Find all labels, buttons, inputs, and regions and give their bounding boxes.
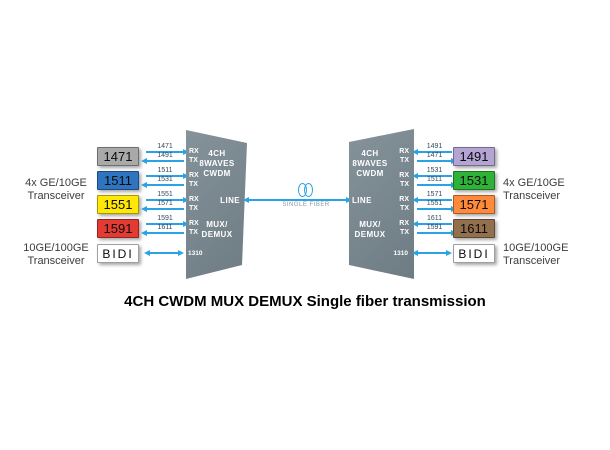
port-rx-label: RX bbox=[399, 172, 409, 179]
wavelength-label: 1511 bbox=[157, 167, 173, 174]
mux-name-line: 8WAVES bbox=[199, 159, 235, 168]
wavelength-label: 1551 bbox=[426, 200, 443, 207]
port-rx-label: RX bbox=[189, 196, 199, 203]
right-10ge-transceiver-label: 10GE/100GE Transceiver bbox=[503, 242, 598, 268]
port-tx-label: TX bbox=[189, 205, 198, 212]
port-tx-label: TX bbox=[189, 229, 198, 236]
transceiver-box-1551: 1551 bbox=[97, 195, 139, 214]
muxdemux-line: DEMUX bbox=[354, 230, 386, 239]
transceiver-box-1611: 1611 bbox=[453, 219, 495, 238]
right-mux-name: 4CH 8WAVES CWDM bbox=[350, 149, 390, 179]
wavelength-label: 1511 bbox=[426, 176, 443, 183]
port-tx-label: TX bbox=[400, 205, 409, 212]
left-mux-body bbox=[186, 130, 247, 279]
label-line: Transceiver bbox=[503, 190, 561, 202]
arrow-right-icon bbox=[417, 205, 457, 212]
port-rx-label: RX bbox=[399, 148, 409, 155]
left-mux-name: 4CH 8WAVES CWDM bbox=[196, 149, 238, 179]
left-ge-transceiver-label: 4x GE/10GE Transceiver bbox=[10, 177, 102, 203]
arrow-left-icon bbox=[412, 172, 452, 179]
port-tx-label: TX bbox=[189, 181, 198, 188]
port-rx-label: RX bbox=[189, 148, 199, 155]
label-line: 4x GE/10GE bbox=[25, 177, 87, 189]
mux-name-line: 4CH bbox=[361, 149, 379, 158]
wavelength-label: 1611 bbox=[426, 215, 443, 222]
wavelength-label: 1571 bbox=[426, 191, 443, 198]
transceiver-box-1511: 1511 bbox=[97, 171, 139, 190]
arrow-left-icon bbox=[141, 181, 184, 188]
wavelength-label: 1611 bbox=[157, 224, 173, 231]
arrow-left-icon bbox=[141, 229, 184, 236]
right-bidi-box: BIDI bbox=[453, 244, 495, 263]
label-line: Transceiver bbox=[27, 190, 85, 202]
transceiver-box-1471: 1471 bbox=[97, 147, 139, 166]
arrow-right-icon bbox=[417, 181, 457, 188]
bidi-port-label: 1310 bbox=[393, 250, 408, 257]
wavelength-label: 1571 bbox=[157, 200, 173, 207]
port-tx-label: TX bbox=[189, 157, 198, 164]
left-line-port-label: LINE bbox=[220, 196, 240, 205]
transceiver-box-1571: 1571 bbox=[453, 195, 495, 214]
label-line: 10GE/100GE bbox=[23, 242, 89, 254]
transceiver-box-1591: 1591 bbox=[97, 219, 139, 238]
label-line: Transceiver bbox=[503, 255, 561, 267]
bidi-arrow-icon bbox=[412, 249, 452, 256]
wavelength-label: 1591 bbox=[426, 224, 443, 231]
wavelength-label: 1591 bbox=[157, 215, 173, 222]
wavelength-label: 1491 bbox=[157, 152, 173, 159]
wavelength-label: 1531 bbox=[157, 176, 173, 183]
bidi-arrow-icon bbox=[144, 249, 184, 256]
mux-name-line: CWDM bbox=[203, 169, 231, 178]
muxdemux-line: DEMUX bbox=[201, 230, 233, 239]
right-line-port-label: LINE bbox=[352, 196, 372, 205]
left-10ge-transceiver-label: 10GE/100GE Transceiver bbox=[10, 242, 102, 268]
arrow-left-icon bbox=[141, 205, 184, 212]
fiber-coil-icon bbox=[304, 183, 313, 197]
muxdemux-line: MUX/ bbox=[359, 220, 381, 229]
port-tx-label: TX bbox=[400, 229, 409, 236]
transceiver-box-1491: 1491 bbox=[453, 147, 495, 166]
port-rx-label: RX bbox=[189, 172, 199, 179]
wavelength-label: 1491 bbox=[426, 143, 443, 150]
right-ge-transceiver-label: 4x GE/10GE Transceiver bbox=[503, 177, 598, 203]
label-line: 4x GE/10GE bbox=[503, 177, 565, 189]
right-mux-body bbox=[349, 129, 414, 279]
diagram-title: 4CH CWDM MUX DEMUX Single fiber transmis… bbox=[124, 293, 486, 310]
single-fiber-label: SINGLE FIBER bbox=[282, 202, 330, 208]
mux-name-line: 4CH bbox=[208, 149, 226, 158]
left-muxdemux-label: MUX/ DEMUX bbox=[196, 220, 238, 240]
arrow-right-icon bbox=[417, 229, 457, 236]
label-line: 10GE/100GE bbox=[503, 242, 569, 254]
port-rx-label: RX bbox=[399, 220, 409, 227]
port-tx-label: TX bbox=[400, 181, 409, 188]
port-tx-label: TX bbox=[400, 157, 409, 164]
arrow-left-icon bbox=[412, 196, 452, 203]
arrow-right-icon bbox=[417, 157, 457, 164]
port-rx-label: RX bbox=[399, 196, 409, 203]
arrow-left-icon bbox=[141, 157, 184, 164]
wavelength-label: 1471 bbox=[157, 143, 173, 150]
right-muxdemux-label: MUX/ DEMUX bbox=[350, 220, 390, 240]
transceiver-box-1531: 1531 bbox=[453, 171, 495, 190]
label-line: Transceiver bbox=[27, 255, 85, 267]
port-rx-label: RX bbox=[189, 220, 199, 227]
mux-name-line: 8WAVES bbox=[352, 159, 388, 168]
arrow-left-icon bbox=[412, 220, 452, 227]
muxdemux-line: MUX/ bbox=[206, 220, 228, 229]
mux-name-line: CWDM bbox=[356, 169, 384, 178]
wavelength-label: 1531 bbox=[426, 167, 443, 174]
bidi-port-label: 1310 bbox=[188, 250, 203, 257]
left-bidi-box: BIDI bbox=[97, 244, 139, 263]
arrow-left-icon bbox=[412, 148, 452, 155]
wavelength-label: 1551 bbox=[157, 191, 173, 198]
single-fiber-arrow-icon bbox=[243, 196, 352, 203]
wavelength-label: 1471 bbox=[426, 152, 443, 159]
